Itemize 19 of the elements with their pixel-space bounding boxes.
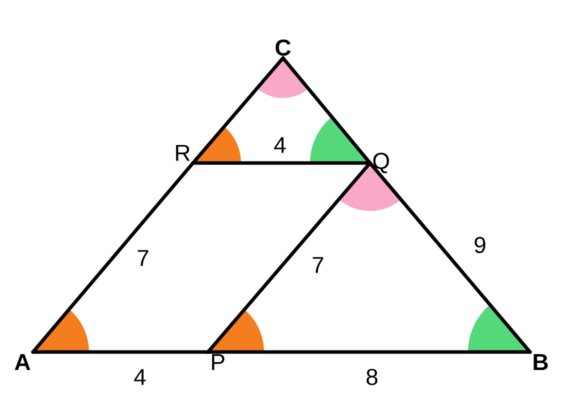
line-segment bbox=[368, 161, 532, 354]
line-segment bbox=[191, 56, 285, 165]
line-segment bbox=[31, 161, 195, 354]
line-segment bbox=[31, 350, 210, 354]
vertex-label: Q bbox=[373, 152, 389, 174]
vertex-label: C bbox=[276, 40, 291, 56]
vertex-label: B bbox=[534, 354, 548, 370]
vertex-label: R bbox=[176, 144, 190, 161]
length-label: 4 bbox=[134, 369, 146, 385]
vertex-label: A bbox=[14, 354, 30, 370]
length-label: 7 bbox=[312, 257, 324, 273]
line-segment bbox=[206, 350, 532, 354]
vertex-label: P bbox=[212, 354, 224, 370]
line-segment bbox=[191, 161, 372, 165]
length-label: 8 bbox=[366, 368, 378, 386]
length-label: 4 bbox=[274, 137, 286, 153]
length-label: 7 bbox=[138, 250, 148, 266]
line-segment bbox=[206, 161, 372, 354]
length-label: 9 bbox=[474, 236, 486, 254]
